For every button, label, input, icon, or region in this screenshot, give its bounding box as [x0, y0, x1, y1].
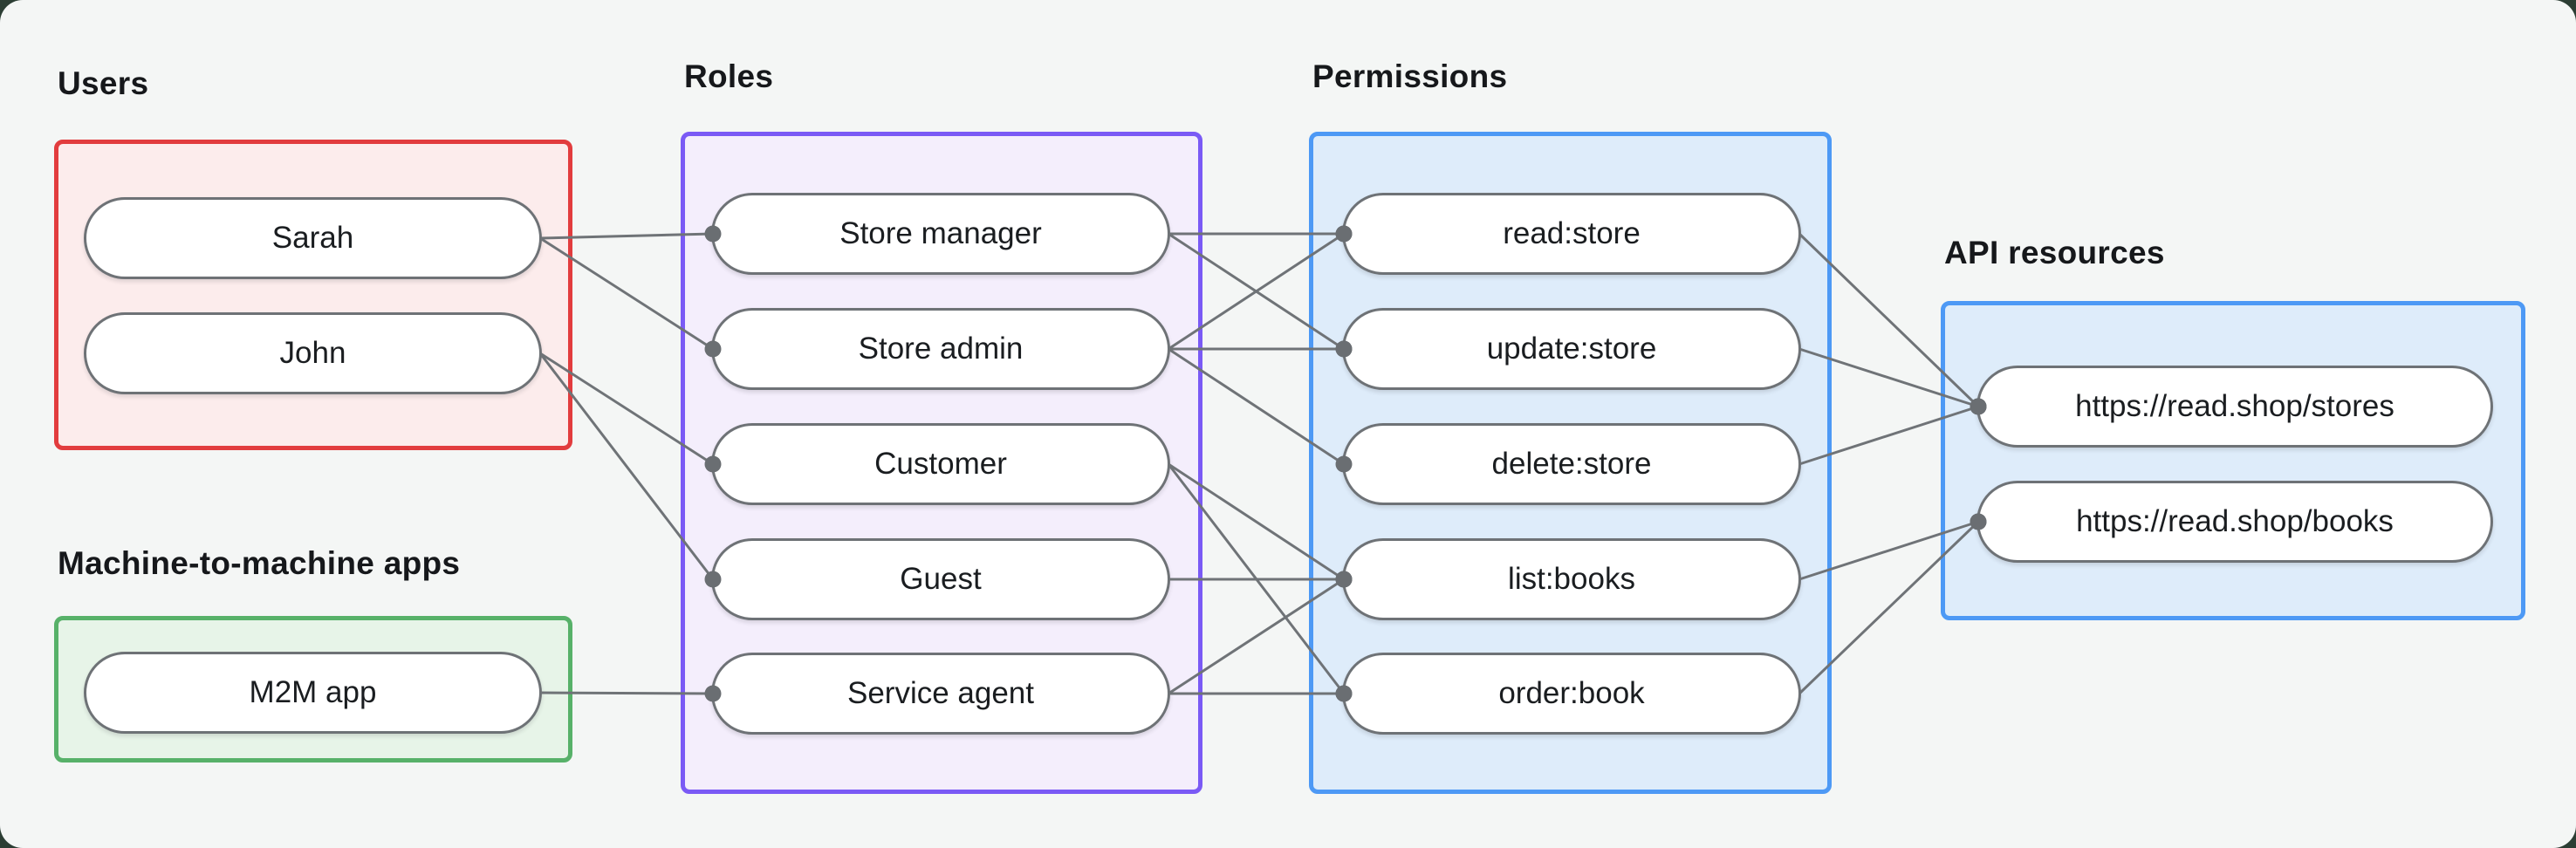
- node-read-store: read:store: [1342, 193, 1801, 275]
- node-label: read:store: [1503, 216, 1641, 250]
- node-label: Sarah: [271, 221, 354, 255]
- node-label: Service agent: [846, 676, 1035, 710]
- node-label: John: [279, 336, 346, 370]
- node-label: delete:store: [1491, 447, 1652, 481]
- node-label: Store admin: [858, 332, 1024, 366]
- node-update-store: update:store: [1342, 308, 1801, 390]
- node-sarah: Sarah: [84, 197, 542, 279]
- node-m2m-app: M2M app: [84, 652, 542, 734]
- group-label-users: Users: [58, 65, 149, 101]
- group-label-roles: Roles: [684, 58, 774, 94]
- node-store-manager: Store manager: [711, 193, 1170, 275]
- node-customer: Customer: [711, 423, 1170, 505]
- node-guest: Guest: [711, 538, 1170, 620]
- group-box-api-resources: [1941, 301, 2525, 620]
- node-stores: https://read.shop/stores: [1977, 366, 2493, 448]
- node-books: https://read.shop/books: [1977, 481, 2493, 563]
- group-label-m2m-apps: Machine-to-machine apps: [58, 545, 461, 581]
- node-service-agent: Service agent: [711, 653, 1170, 735]
- node-label: update:store: [1486, 332, 1657, 366]
- node-label: order:book: [1498, 676, 1645, 710]
- group-label-permissions: Permissions: [1312, 58, 1508, 94]
- group-box-users: [54, 140, 572, 450]
- node-store-admin: Store admin: [711, 308, 1170, 390]
- node-label: Guest: [900, 562, 982, 596]
- node-order-book: order:book: [1342, 653, 1801, 735]
- node-label: https://read.shop/stores: [2075, 389, 2394, 423]
- node-label: Customer: [874, 447, 1007, 481]
- node-delete-store: delete:store: [1342, 423, 1801, 505]
- node-label: https://read.shop/books: [2076, 504, 2394, 538]
- node-john: John: [84, 312, 542, 394]
- node-label: M2M app: [249, 675, 377, 709]
- group-label-api-resources: API resources: [1944, 235, 2165, 270]
- node-label: list:books: [1508, 562, 1635, 596]
- node-label: Store manager: [839, 216, 1042, 250]
- node-list-books: list:books: [1342, 538, 1801, 620]
